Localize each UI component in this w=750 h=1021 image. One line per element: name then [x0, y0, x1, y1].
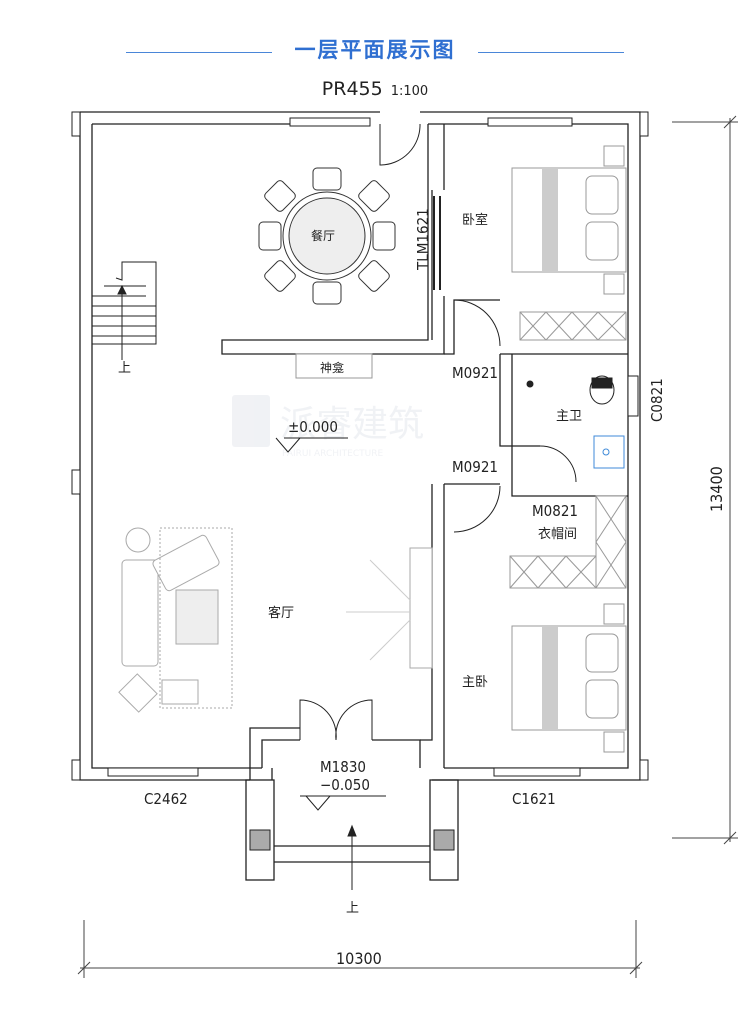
window-bedroom — [487, 117, 573, 127]
room-label-living: 客厅 — [268, 605, 294, 621]
room-label-master-bath: 主卫 — [556, 409, 582, 424]
door-label-main: M1830 — [320, 758, 366, 776]
stair — [91, 261, 157, 360]
door-label-cloak: M0821 — [532, 502, 578, 520]
entrance-up-label: 上 — [346, 901, 359, 916]
stair-up-label: 上 — [118, 361, 131, 376]
cloakroom-closets — [509, 495, 627, 589]
watermark-sub: PAIRUI ARCHITECTURE — [282, 449, 383, 459]
dimension-depth: 13400 — [707, 466, 726, 512]
dimension-lines — [77, 115, 738, 978]
dining-table — [258, 167, 396, 305]
door-label-bath: M0921 — [452, 458, 498, 476]
window-label-living: C2462 — [144, 790, 188, 808]
door-main-left — [299, 699, 337, 741]
room-label-dining: 餐厅 — [311, 228, 335, 243]
window-living — [107, 767, 199, 777]
room-label-shrine: 神龛 — [320, 361, 344, 375]
shrine-niche — [295, 353, 373, 379]
plan-number: PR455 — [321, 78, 383, 100]
room-label-master-bedroom: 主卧 — [462, 675, 488, 690]
door-label-sliding: TLM1621 — [414, 208, 432, 271]
level-entrance: −0.050 — [320, 776, 370, 794]
page-title: 一层平面展示图 — [294, 38, 456, 62]
door-bath-swing — [539, 445, 577, 483]
room-label-cloakroom: 衣帽间 — [538, 526, 577, 542]
master-bed — [511, 603, 627, 753]
window-master — [493, 767, 581, 777]
door-bedroom-swing — [453, 299, 501, 347]
window-bath — [627, 375, 639, 417]
room-label-bedroom: 卧室 — [462, 212, 488, 228]
page-header: 一层平面展示图 — [0, 30, 750, 70]
plan-scale: 1:100 — [390, 84, 429, 99]
door-dining-swing — [379, 123, 421, 166]
bath-fixtures — [526, 375, 625, 469]
doors — [299, 123, 577, 741]
window-label-master: C1621 — [512, 790, 556, 808]
window-dining — [289, 117, 371, 127]
door-main-right — [335, 699, 373, 741]
level-floor: ±0.000 — [288, 418, 338, 436]
watermark-logo: 派睿建筑 PAIRUI ARCHITECTURE — [232, 395, 424, 459]
header-right-rule — [478, 52, 624, 53]
entrance-arrow — [347, 824, 357, 890]
living-furniture — [118, 527, 433, 713]
dimension-width: 10300 — [336, 949, 382, 968]
door-master-swing — [453, 485, 501, 533]
windows — [107, 117, 639, 777]
bedroom-bed — [511, 145, 627, 341]
plan-id: PR455 1:100 — [0, 78, 750, 100]
level-markers — [275, 437, 386, 811]
door-label-bedroom: M0921 — [452, 364, 498, 382]
wall-stubs — [71, 111, 649, 851]
header-left-rule — [126, 52, 272, 53]
window-label-bath: C0821 — [648, 378, 666, 422]
